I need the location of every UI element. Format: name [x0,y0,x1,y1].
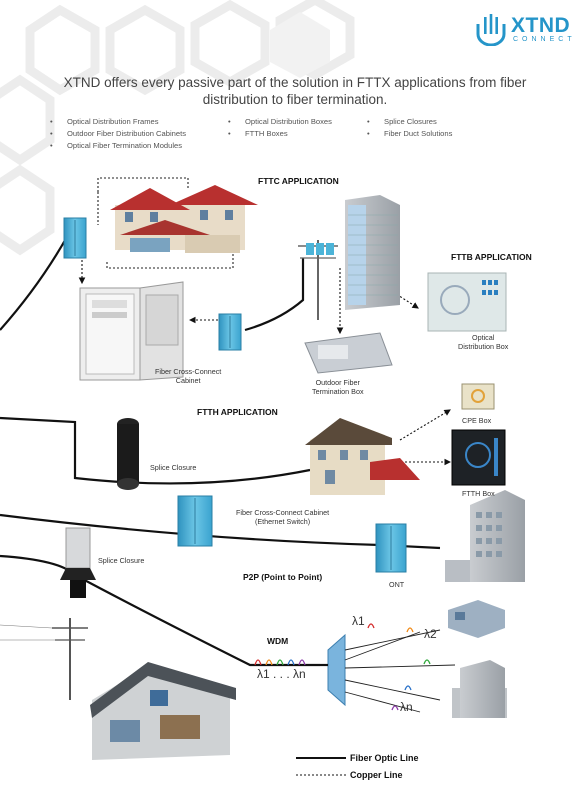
p2p-building [445,490,525,582]
label-optical-distribution-box: Optical Distribution Box [458,333,509,351]
product-item: FTTH Boxes [228,128,332,140]
outdoor-fiber-termination-box [304,332,393,374]
legend-fiber-label: Fiber Optic Line [350,753,419,763]
product-column-1: Optical Distribution Frames Outdoor Fibe… [50,116,186,152]
intro-text: XTND offers every passive part of the so… [63,75,527,107]
label-cpe-box: CPE Box [462,416,492,425]
label-splice-closure-ftth: Splice Closure [150,463,197,472]
label-ftth-box: FTTH Box [462,489,495,498]
p2p-header: P2P (Point to Point) [243,572,323,582]
product-column-2: Optical Distribution Boxes FTTH Boxes [228,116,332,140]
product-column-3: Splice Closures Fiber Duct Solutions [367,116,452,140]
wdm-header: WDM [267,636,289,646]
brand-tagline: CONNECT [513,36,576,43]
cpe-box [461,383,495,410]
label-ont: ONT [389,580,405,589]
utility-pole-fttb [298,240,338,320]
label-lambda-1: λ1 [352,614,365,628]
wdm-tower [452,660,507,718]
label-lambda-2: λ2 [424,627,437,641]
utility-pole-copper [0,618,88,700]
splice-closure-ftth [117,418,139,490]
ftth-box [451,429,506,486]
label-lambda-n: λn [400,700,413,714]
brand-name: XTND [511,14,571,37]
product-item: Splice Closures [367,116,452,128]
label-outdoor-fiber-termination-box: Outdoor Fiber Termination Box [312,378,364,396]
wdm-prism [320,629,456,713]
copper-lines [97,177,234,269]
ont-cabinet [375,523,407,573]
fttb-building [345,195,400,310]
label-splice-closure-p2p: Splice Closure [98,556,145,565]
xtnd-logo-icon [476,14,506,46]
product-item: Fiber Duct Solutions [367,128,452,140]
fiber-cross-connect-cabinet-ethernet [177,495,213,547]
optical-distribution-box [427,272,507,332]
street-cabinet-small [218,313,242,351]
brand-logo: XTND CONNECT [474,10,580,50]
wdm-building-block [448,600,505,638]
splice-closure-p2p [60,527,96,598]
wdm-house-large [90,662,236,760]
fiber-cross-connect-cabinet-open [79,281,184,381]
fttb-header: FTTB APPLICATION [451,252,532,262]
wavelength-pulses [254,623,431,711]
label-fcc-ethernet: Fiber Cross-Connect Cabinet (Ethernet Sw… [236,508,330,526]
label-lambda-range: λ1 . . . λn [257,667,306,681]
label-fiber-cross-connect-cabinet: Fiber Cross-Connect Cabinet [155,367,222,385]
product-item: Outdoor Fiber Distribution Cabinets [50,128,186,140]
street-cabinet-fttc [63,217,87,259]
fttc-header: FTTC APPLICATION [258,176,339,186]
ftth-header: FTTH APPLICATION [197,407,278,417]
legend-copper-label: Copper Line [350,770,403,780]
product-item: Optical Distribution Frames [50,116,186,128]
product-item: Optical Distribution Boxes [228,116,332,128]
fttc-houses [110,185,258,253]
ftth-house [305,418,420,495]
product-item: Optical Fiber Termination Modules [50,140,186,152]
